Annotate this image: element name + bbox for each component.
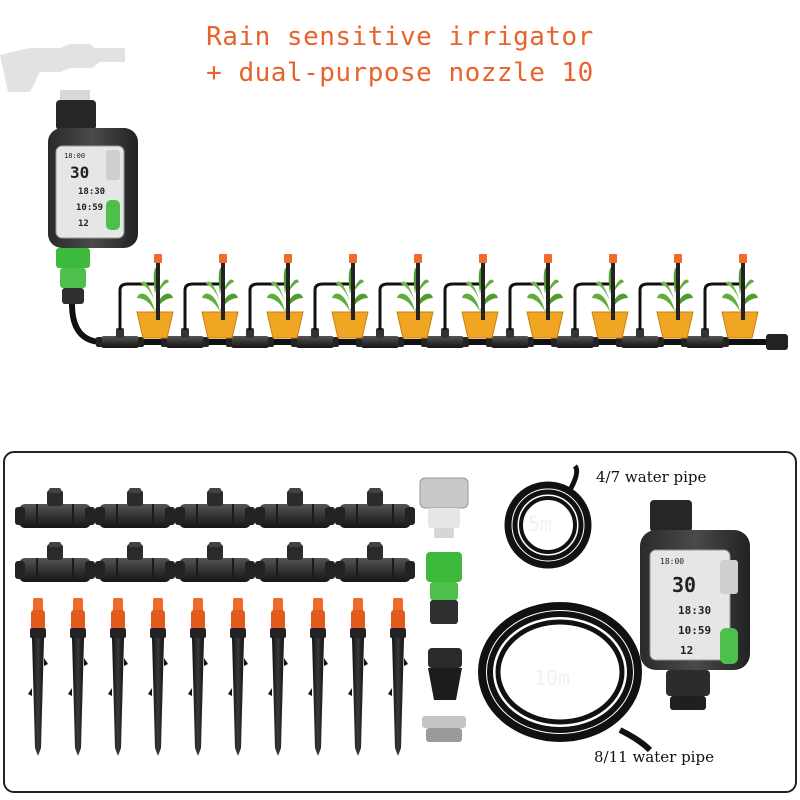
lcd-day-big: 30 [70, 163, 89, 182]
pipe-coil-large [478, 602, 653, 753]
kit-lcd-day-big: 30 [672, 573, 696, 597]
kit-lcd-time: 18:00 [660, 557, 684, 566]
plant-row [96, 253, 759, 348]
lcd-time: 18:00 [64, 152, 85, 160]
pipe-coil-small [504, 464, 592, 569]
page-title-line2: + dual-purpose nozzle 10 [206, 58, 594, 88]
pipe-large-label: 8/11 water pipe [594, 748, 714, 766]
lcd-how-often: 12 [78, 219, 89, 229]
kit-lcd-how-long: 10:59 [678, 624, 711, 637]
water-timer-kit: 18:00 30 18:30 10:59 12 [640, 500, 750, 710]
lcd-start-time: 18:30 [78, 187, 105, 197]
kit-lcd-how-often: 12 [680, 644, 693, 657]
kit-lcd-start-time: 18:30 [678, 604, 711, 617]
faucet-icon [0, 44, 125, 104]
pipe-small-label: 4/7 water pipe [596, 468, 707, 486]
pipe-small-length: 5m [528, 512, 553, 536]
page-title-line1: Rain sensitive irrigator [206, 22, 594, 52]
water-timer-top: 18:00 30 18:30 10:59 12 [48, 100, 138, 304]
pipe-large-length: 10m [534, 666, 571, 690]
lcd-how-long: 10:59 [76, 203, 103, 213]
fittings [419, 477, 469, 742]
